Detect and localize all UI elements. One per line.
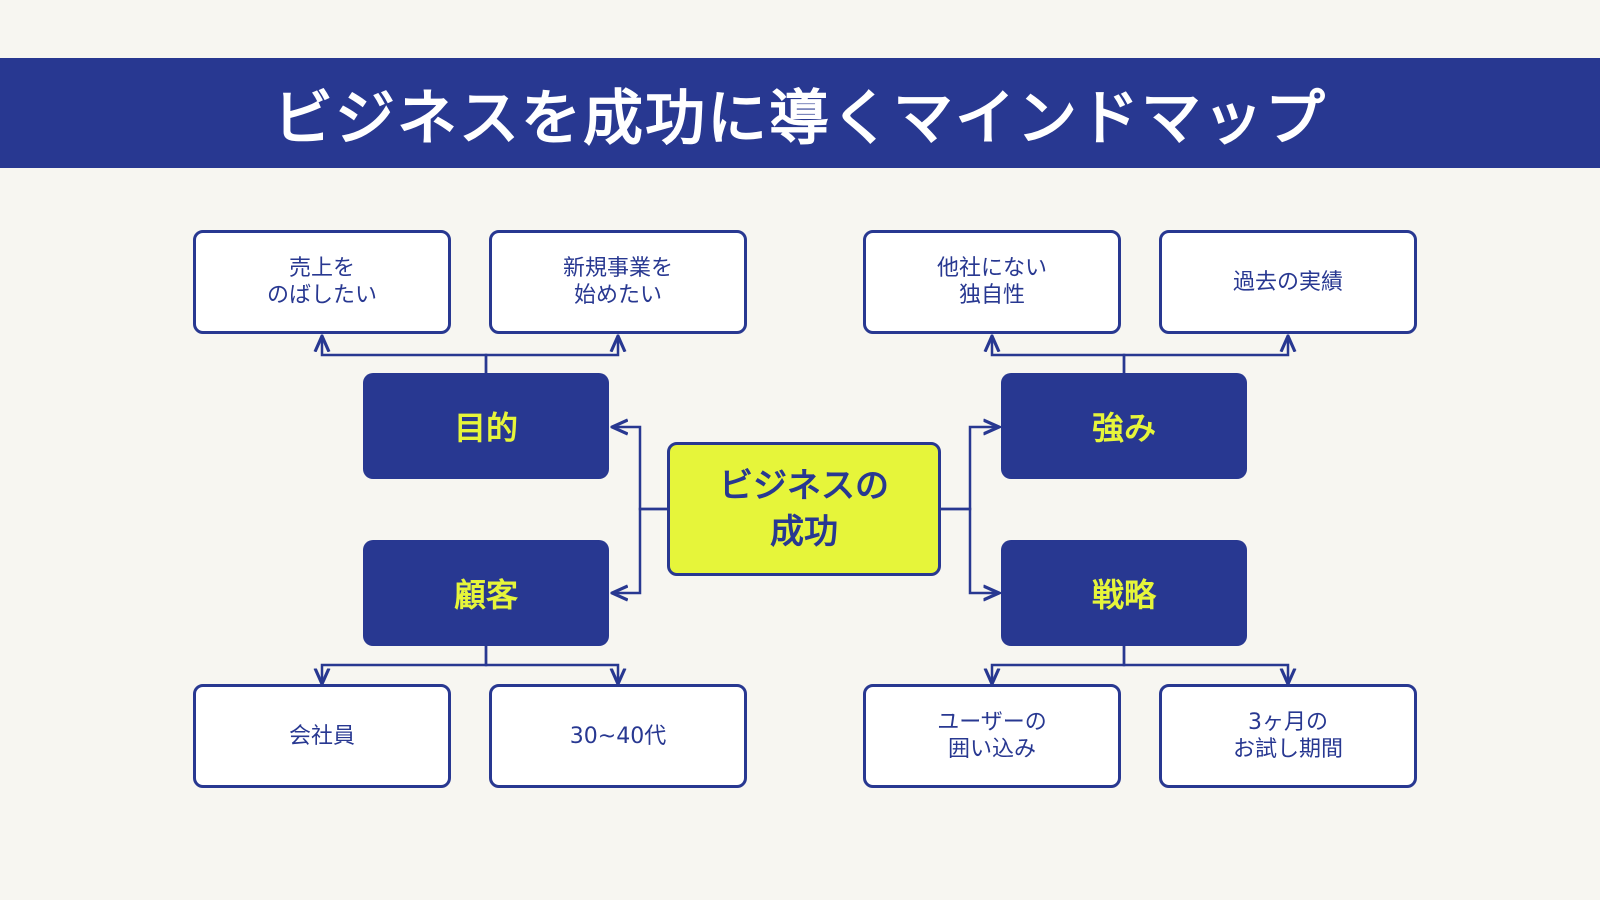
leaf-node-customer-2: 30~40代 bbox=[489, 684, 747, 788]
leaf-label: 他社にない 独自性 bbox=[936, 256, 1047, 308]
leaf-label: ユーザーの 囲い込み bbox=[937, 710, 1047, 762]
connector-center-strategy bbox=[941, 507, 999, 593]
branch-node-customer: 顧客 bbox=[363, 540, 609, 646]
leaf-node-customer-1: 会社員 bbox=[193, 684, 451, 788]
connector-purpose-child1 bbox=[322, 336, 488, 373]
leaf-label: 売上を のばしたい bbox=[266, 256, 377, 308]
connector-strategy-child2 bbox=[1122, 646, 1288, 684]
leaf-label: 新規事業を 始めたい bbox=[562, 256, 673, 308]
leaf-node-strategy-1: ユーザーの 囲い込み bbox=[863, 684, 1121, 788]
branch-label-strategy: 戦略 bbox=[1091, 576, 1156, 614]
connector-customer-child1 bbox=[322, 646, 488, 684]
branch-node-purpose: 目的 bbox=[363, 373, 609, 479]
branch-label-purpose: 目的 bbox=[453, 409, 518, 447]
title-banner: ビジネスを成功に導くマインドマップ bbox=[0, 58, 1600, 168]
center-node: ビジネスの 成功 bbox=[667, 442, 941, 576]
branch-node-strategy: 戦略 bbox=[1001, 540, 1247, 646]
branch-label-customer: 顧客 bbox=[453, 576, 518, 614]
connector-customer-child2 bbox=[484, 646, 618, 684]
leaf-label: 過去の実績 bbox=[1232, 269, 1343, 295]
leaf-node-purpose-1: 売上を のばしたい bbox=[193, 230, 451, 334]
center-node-label: ビジネスの 成功 bbox=[719, 466, 889, 552]
connector-center-strength bbox=[941, 427, 999, 511]
branch-label-strength: 強み bbox=[1091, 409, 1156, 447]
connector-center-purpose bbox=[612, 427, 667, 511]
leaf-node-strategy-2: 3ヶ月の お試し期間 bbox=[1159, 684, 1417, 788]
branch-node-strength: 強み bbox=[1001, 373, 1247, 479]
leaf-label: 3ヶ月の お試し期間 bbox=[1232, 710, 1343, 762]
connector-strength-child1 bbox=[992, 336, 1126, 373]
connector-purpose-child2 bbox=[484, 336, 618, 373]
leaf-node-purpose-2: 新規事業を 始めたい bbox=[489, 230, 747, 334]
connector-strength-child2 bbox=[1122, 336, 1288, 373]
page-title: ビジネスを成功に導くマインドマップ bbox=[273, 83, 1327, 154]
leaf-label: 30~40代 bbox=[569, 723, 667, 749]
leaf-label: 会社員 bbox=[288, 723, 355, 749]
connector-strategy-child1 bbox=[992, 646, 1126, 684]
connector-center-customer bbox=[612, 507, 667, 593]
leaf-node-strength-1: 他社にない 独自性 bbox=[863, 230, 1121, 334]
leaf-node-strength-2: 過去の実績 bbox=[1159, 230, 1417, 334]
